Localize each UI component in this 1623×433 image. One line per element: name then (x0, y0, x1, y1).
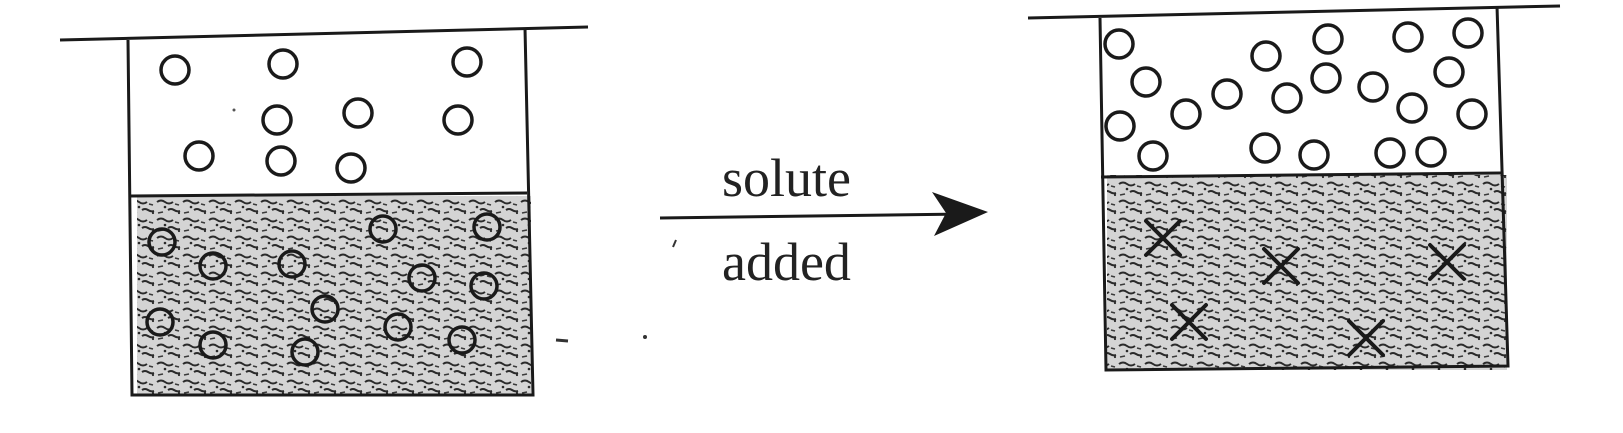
solute-particle-x (1347, 319, 1385, 357)
before-liquid-surface (130, 191, 528, 198)
vapor-particle (1374, 137, 1406, 169)
vapor-particle (183, 140, 215, 172)
vapor-particle (342, 97, 374, 129)
liquid-particle (277, 249, 307, 279)
vapor-particle (1396, 92, 1428, 124)
solute-particle-x (1262, 247, 1300, 285)
vapor-particle (1249, 132, 1281, 164)
vapor-particle (1137, 140, 1169, 172)
vapor-particle (1357, 71, 1389, 103)
vapor-particle (1456, 98, 1488, 130)
liquid-particle (147, 227, 177, 257)
liquid-particle (145, 307, 175, 337)
arrow-label-solute: solute (722, 148, 851, 208)
scan-specks (232, 108, 677, 343)
arrow-shaft (659, 212, 966, 220)
after-container (1027, 4, 1561, 372)
vapor-particle (261, 104, 293, 136)
liquid-particle (290, 337, 320, 367)
liquid-particle (469, 271, 499, 301)
liquid-particle (368, 214, 398, 244)
after-liquid-region (1107, 175, 1507, 370)
liquid-particle (198, 330, 228, 360)
after-container-lid (1027, 4, 1561, 20)
vapor-particle (159, 54, 191, 86)
liquid-particle (472, 212, 502, 242)
vapor-particle (1415, 136, 1447, 168)
vapor-particle (1312, 23, 1344, 55)
solute-particle-x (1170, 303, 1208, 341)
vapor-particle (1103, 28, 1135, 60)
liquid-particle (407, 263, 437, 293)
vapor-particle (1250, 40, 1282, 72)
vapor-particle (1104, 110, 1136, 142)
liquid-particle (383, 312, 413, 342)
vapor-particle (1433, 56, 1465, 88)
vapor-particle (451, 46, 483, 78)
before-liquid-region (137, 196, 531, 395)
vapor-particle (267, 48, 299, 80)
vapor-particle (1310, 62, 1342, 94)
after-solute-particles (1144, 219, 1466, 357)
arrow-label-added: added (722, 232, 851, 292)
vapor-particle (1271, 82, 1303, 114)
before-container-walls (126, 27, 535, 397)
arrow-head (932, 192, 988, 236)
vapor-particle (1170, 98, 1202, 130)
vapor-particle (1392, 21, 1424, 53)
liquid-particle (310, 294, 340, 324)
vapor-particle (265, 145, 297, 177)
before-vapor-particles (159, 46, 483, 184)
liquid-particle (447, 325, 477, 355)
vapor-particle (1211, 78, 1243, 110)
after-liquid-surface (1100, 171, 1502, 179)
before-container-lid (59, 25, 589, 42)
vapor-particle (1130, 66, 1162, 98)
liquid-particle (198, 251, 228, 281)
vapor-particle (1452, 17, 1484, 49)
after-container-walls (1098, 5, 1510, 372)
vapor-particle (1298, 139, 1330, 171)
vapor-particle (335, 152, 367, 184)
before-liquid-particles (145, 212, 502, 367)
after-vapor-particles (1103, 17, 1488, 172)
solute-particle-x (1144, 219, 1182, 257)
before-container (59, 25, 589, 397)
vapor-particle (442, 104, 474, 136)
solute-particle-x (1428, 243, 1466, 281)
reaction-arrow: solute added (659, 148, 988, 292)
